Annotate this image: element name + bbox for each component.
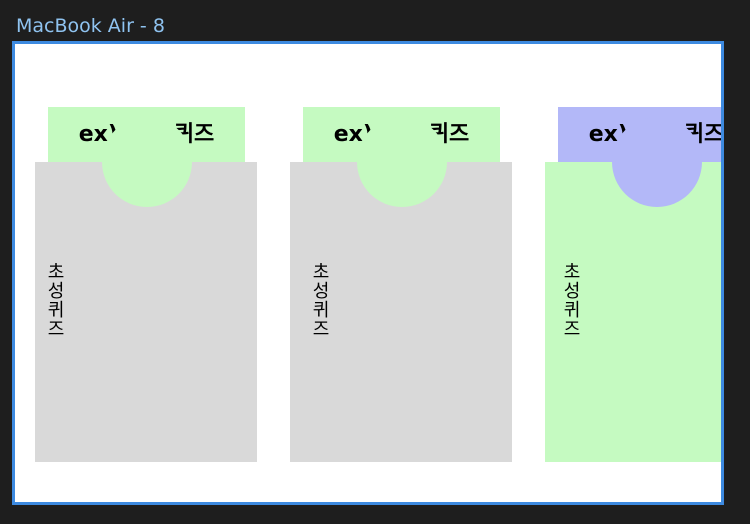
quiz-card-1[interactable]: 초성퀴즈 ex) 초성 퀴즈 [35,44,257,464]
macbook-air-frame: 초성퀴즈 ex) 초성 퀴즈 초성퀴즈 ex) 초성 퀴즈 초성퀴즈 ex) 초… [12,41,724,505]
card-body: 초성퀴즈 [290,162,512,462]
card-body: 초성퀴즈 [545,162,721,462]
card-notch [357,117,447,207]
frame-label[interactable]: MacBook Air - 8 [16,15,165,37]
card-body-text: 초성퀴즈 [560,262,581,338]
card-body-text: 초성퀴즈 [309,262,330,338]
card-body-text: 초성퀴즈 [44,262,65,338]
card-body: 초성퀴즈 [35,162,257,462]
card-notch [102,117,192,207]
quiz-card-2[interactable]: 초성퀴즈 ex) 초성 퀴즈 [290,44,512,464]
quiz-card-3-selected[interactable]: 초성퀴즈 ex) 초성 퀴즈 [545,44,721,464]
card-notch [612,117,702,207]
